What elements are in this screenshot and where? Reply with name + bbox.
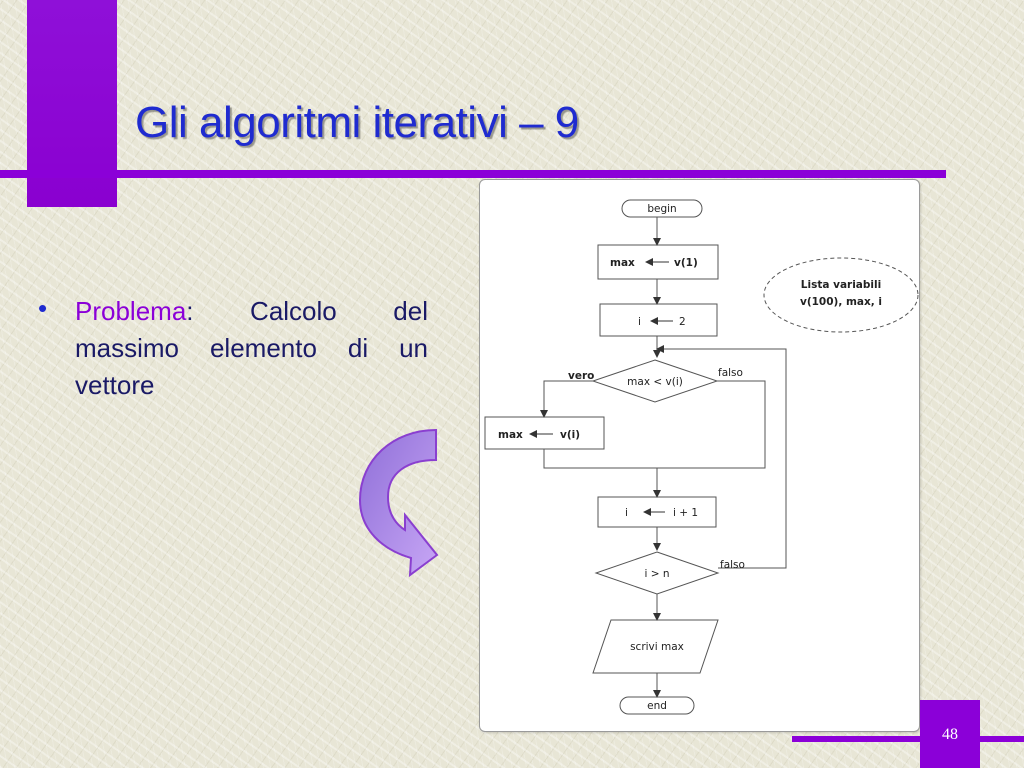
decision1-label: max < v(i) bbox=[627, 376, 683, 388]
page-number: 48 bbox=[942, 726, 958, 743]
slide-title: Gli algoritmi iterativi – 9 bbox=[135, 98, 579, 147]
init-i-right: 2 bbox=[679, 316, 686, 328]
output-parallelogram bbox=[592, 619, 719, 674]
init-i-box bbox=[599, 303, 718, 337]
decision-max-less-vi bbox=[591, 359, 719, 403]
assign-max-right: v(i) bbox=[560, 429, 580, 441]
assign-max-left: max bbox=[498, 429, 523, 441]
variables-note-line1: Lista variabili bbox=[801, 279, 881, 291]
init-max-right: v(1) bbox=[674, 257, 698, 269]
decision1-false-label: falso bbox=[718, 367, 743, 379]
increment-right: i + 1 bbox=[673, 507, 698, 519]
bullet-text: Problema: Calcolo del massimo elemento d… bbox=[75, 293, 428, 404]
decision1-true-label: vero bbox=[568, 370, 594, 382]
variables-note-ellipse bbox=[763, 257, 919, 333]
title-underline bbox=[0, 170, 946, 178]
begin-terminator bbox=[621, 199, 703, 218]
decision2-false-label: falso bbox=[720, 559, 745, 571]
bullet-label: Problema bbox=[75, 296, 187, 326]
end-terminator bbox=[619, 696, 695, 715]
begin-label: begin bbox=[647, 203, 676, 215]
bullet-body: : Calcolo del massimo elemento di un vet… bbox=[75, 296, 428, 400]
init-max-box bbox=[597, 244, 719, 280]
bullet-item: • Problema: Calcolo del massimo elemento… bbox=[38, 293, 428, 404]
bullet-dot-icon: • bbox=[38, 293, 48, 323]
decision2-label: i > n bbox=[644, 568, 669, 580]
increment-left: i bbox=[625, 507, 628, 519]
footer-rule bbox=[792, 736, 1024, 742]
flowchart-diagram: begin max v(1) i 2 max < v(i) vero falso… bbox=[484, 199, 919, 715]
curved-arrow-icon bbox=[358, 428, 439, 578]
init-i-left: i bbox=[638, 316, 641, 328]
flowchart-figure: begin max v(1) i 2 max < v(i) vero falso… bbox=[479, 179, 920, 732]
variables-note-line2: v(100), max, i bbox=[800, 296, 882, 308]
output-label: scrivi max bbox=[630, 641, 684, 653]
init-max-left: max bbox=[610, 257, 635, 269]
end-label: end bbox=[647, 700, 667, 712]
page-number-box: 48 bbox=[920, 700, 980, 768]
